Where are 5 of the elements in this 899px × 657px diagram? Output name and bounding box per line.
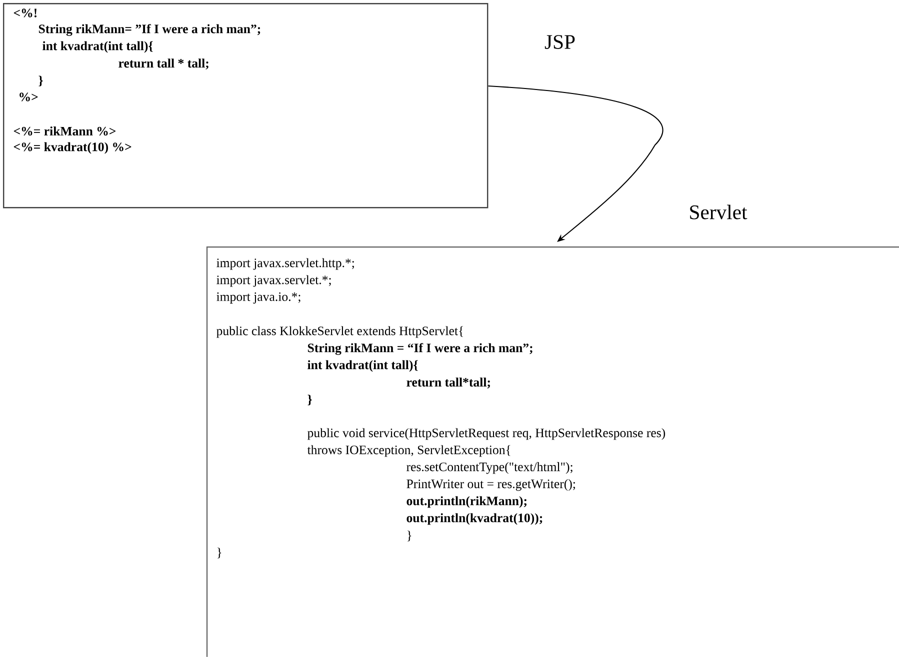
curved-arrow: [488, 85, 664, 242]
jsp-code-box: <%! String rikMann= ”If I were a rich man”; int kvadrat(int tall){ return tall * tall; } %> <%= rikMann %> <%= kvadrat(10) %>: [3, 3, 488, 208]
heading-label: JSP: [544, 35, 575, 49]
servlet-code-box: import javax.servlet.http.*; import javax.servlet.*; import java.io.*; public class KlokkeServlet extends HttpServlet{ String rikMann = “If I were a rich man”; int kvadrat(int tall){ return tall*tall; } public void service(HttpServletRequest req, HttpServletResponse res) throws IOException, ServletException{ res.setContentType("text/html"); PrintWriter out = res.getWriter(); out.println(rikMann); out.println(kvadrat(10)); } }: [206, 246, 899, 657]
heading-label: Servlet: [690, 204, 748, 220]
